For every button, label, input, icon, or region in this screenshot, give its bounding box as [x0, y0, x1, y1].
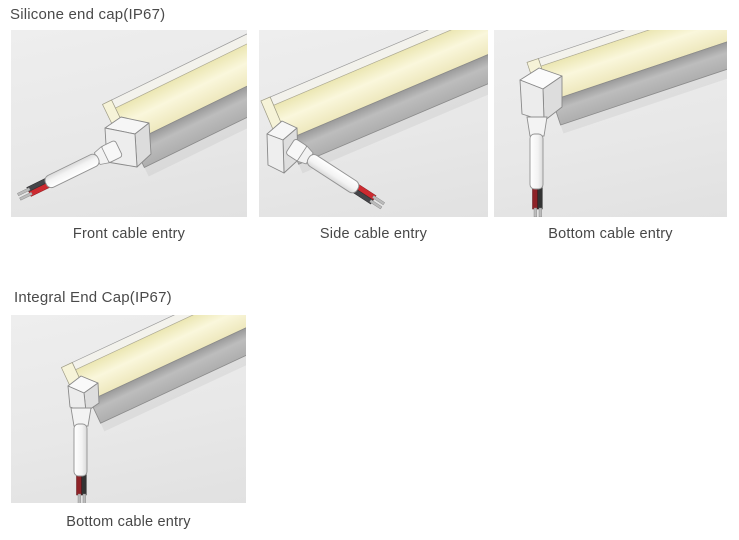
- end-cap: [67, 375, 100, 413]
- cable-sleeve: [306, 154, 360, 194]
- neon-strip: [537, 30, 727, 134]
- wire-tip: [533, 207, 537, 217]
- end-cap: [519, 67, 563, 122]
- neon-strip: [269, 30, 488, 174]
- wire-tip: [372, 195, 385, 206]
- neon-strip: [71, 315, 246, 432]
- power-cable: [526, 116, 548, 217]
- wire-tip: [77, 493, 81, 503]
- integral-bottom-cable-entry-illustration: [60, 315, 246, 503]
- power-cable: [70, 407, 92, 503]
- front-cable-entry-illustration: [17, 30, 247, 201]
- section-title-integral-end-cap: Integral End Cap(IP67): [14, 289, 172, 306]
- wire-tip: [538, 207, 542, 217]
- wire-tip: [17, 187, 31, 197]
- caption-integral-bottom-cable-entry: Bottom cable entry: [66, 514, 191, 530]
- wire-tip: [82, 493, 86, 503]
- black-wire: [537, 186, 543, 210]
- product-image-integral-bottom-cable-entry: [11, 315, 246, 503]
- wire-tip: [19, 191, 33, 201]
- side-cable-entry-illustration: [260, 30, 488, 210]
- caption-bottom-cable-entry: Bottom cable entry: [548, 226, 673, 242]
- section-title-silicone-end-cap: Silicone end cap(IP67): [10, 6, 166, 23]
- black-wire: [81, 473, 87, 496]
- red-wire: [532, 186, 538, 210]
- bottom-cable-entry-illustration: [519, 30, 727, 217]
- wire-tip: [369, 199, 383, 210]
- neon-strip: [110, 30, 247, 177]
- product-image-front-cable-entry: [11, 30, 247, 217]
- product-image-side-cable-entry: [259, 30, 488, 217]
- product-image-bottom-cable-entry: [494, 30, 727, 217]
- cable-sleeve: [73, 423, 88, 477]
- cable-sleeve: [44, 153, 100, 189]
- caption-side-cable-entry: Side cable entry: [319, 226, 428, 242]
- red-wire: [76, 473, 82, 496]
- power-cable: [17, 140, 123, 201]
- caption-front-cable-entry: Front cable entry: [72, 226, 186, 242]
- cable-sleeve: [529, 133, 544, 190]
- power-cable: [286, 139, 385, 210]
- end-cap: [266, 120, 299, 174]
